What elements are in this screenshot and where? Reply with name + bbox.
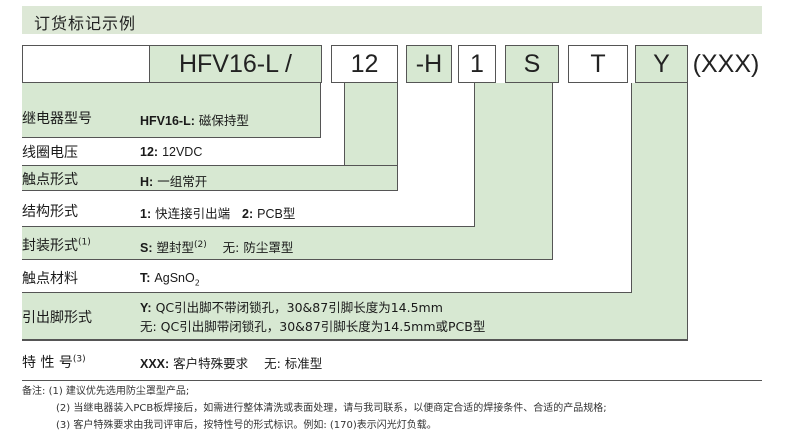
code-material: T (568, 45, 628, 83)
code-terminal: Y (635, 45, 688, 83)
row-value: HFV16-L: 磁保持型 (140, 113, 249, 128)
code-seal: S (505, 45, 559, 83)
row-special: 特 性 号(3) XXX: 客户特殊要求 无: 标准型 (22, 340, 762, 380)
row-structure: 结构形式 1: 快连接引出端 2: PCB型 (22, 191, 475, 227)
stair-model (22, 83, 321, 138)
code-structure: 1 (458, 45, 496, 83)
row-value-line2: 无: QC引出脚带闭锁孔，30&87引脚长度为14.5mm或PCB型 (140, 319, 486, 334)
row-value: 1: 快连接引出端 2: PCB型 (140, 206, 296, 221)
row-material: 触点材料 T: AgSnO2 (22, 260, 632, 293)
row-label: 引出脚形式 (22, 310, 92, 326)
code-contact: -H (406, 45, 452, 83)
row-coil: 线圈电压 12: 12VDC (22, 138, 398, 165)
row-value: H: 一组常开 (140, 174, 208, 189)
code-model: HFV16-L / (149, 45, 322, 83)
row-label: 结构形式 (22, 204, 78, 220)
separator-coil (22, 165, 398, 166)
row-value: S: 塑封型(2) 无: 防尘罩型 (140, 239, 294, 255)
row-value: Y: QC引出脚不带闭锁孔，30&87引脚长度为14.5mm (140, 300, 443, 315)
row-model: 继电器型号 HFV16-L: 磁保持型 (22, 83, 322, 138)
code-special: (XXX) (692, 49, 760, 78)
separator-special (22, 340, 688, 341)
title-bar: 订货标记示例 (22, 6, 762, 34)
separator-bottom (22, 380, 762, 381)
row-value: T: AgSnO2 (140, 271, 200, 288)
row-label: 触点材料 (22, 271, 78, 287)
row-label: 特 性 号(3) (22, 354, 86, 371)
note-2: (2) 当继电器装入PCB板焊接后，如需进行整体清洗或表面处理，请与我司联系，以… (56, 403, 607, 414)
row-label: 继电器型号 (22, 111, 92, 127)
row-value: 12: 12VDC (140, 145, 203, 159)
row-seal: 封装形式(1) S: 塑封型(2) 无: 防尘罩型 (22, 227, 553, 260)
note-1: 备注: (1) 建议优先选用防尘罩型产品; (22, 386, 190, 397)
row-value: XXX: 客户特殊要求 无: 标准型 (140, 356, 323, 371)
row-label: 封装形式(1) (22, 237, 91, 254)
code-coil: 12 (331, 45, 398, 83)
row-terminal: 引出脚形式 Y: QC引出脚不带闭锁孔，30&87引脚长度为14.5mm 无: … (22, 293, 688, 340)
notes: 备注: (1) 建议优先选用防尘罩型产品; (2) 当继电器装入PCB板焊接后，… (22, 383, 607, 434)
page-title: 订货标记示例 (34, 14, 137, 33)
row-label: 线圈电压 (22, 145, 78, 161)
code-blank-box (22, 45, 149, 83)
row-contact: 触点形式 H: 一组常开 (22, 165, 398, 191)
note-3: (3) 客户特殊要求由我司评审后，按特性号的形式标识。例如: (170)表示闪光… (56, 420, 437, 431)
row-label: 触点形式 (22, 172, 78, 188)
